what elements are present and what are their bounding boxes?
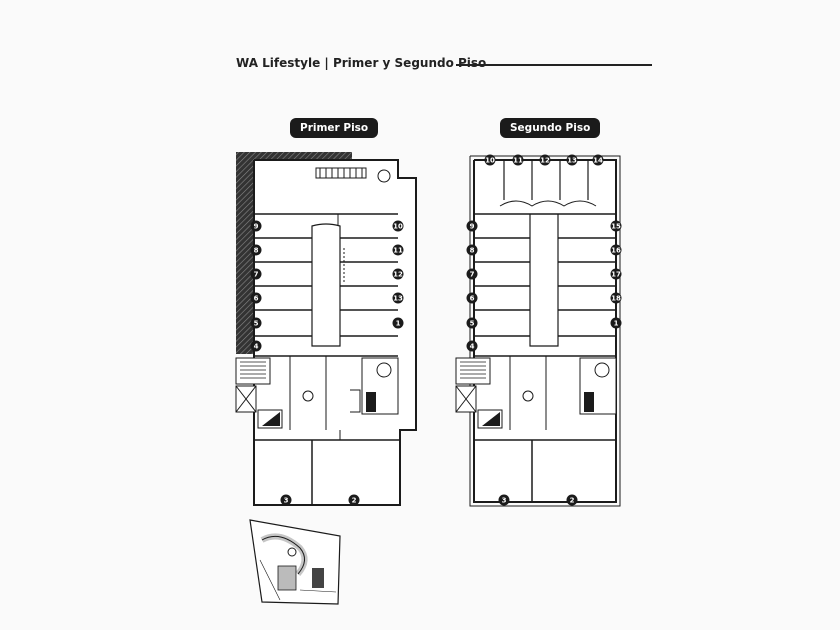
unit-badge: 10 xyxy=(392,220,404,232)
svg-text:4: 4 xyxy=(470,343,475,351)
svg-text:12: 12 xyxy=(393,271,403,279)
svg-text:7: 7 xyxy=(470,271,475,279)
svg-text:1: 1 xyxy=(396,320,401,328)
page-title: WA Lifestyle | Primer y Segundo Piso xyxy=(236,56,487,70)
svg-text:10: 10 xyxy=(393,223,403,231)
unit-badge: 14 xyxy=(592,154,604,166)
first-floor-plan: 9 8 7 6 5 4 10 11 12 13 1 3 2 xyxy=(235,152,417,506)
svg-text:6: 6 xyxy=(254,295,259,303)
svg-text:16: 16 xyxy=(611,247,621,255)
svg-text:6: 6 xyxy=(470,295,475,303)
svg-text:4: 4 xyxy=(254,343,259,351)
unit-badge: 5 xyxy=(466,317,478,329)
svg-text:15: 15 xyxy=(611,223,621,231)
svg-text:3: 3 xyxy=(284,497,289,505)
unit-badge: 7 xyxy=(466,268,478,280)
unit-badge: 2 xyxy=(348,494,360,506)
svg-text:11: 11 xyxy=(393,247,403,255)
floor-label-first: Primer Piso xyxy=(290,118,379,138)
unit-badge: 9 xyxy=(250,220,262,232)
svg-text:17: 17 xyxy=(611,271,621,279)
svg-text:14: 14 xyxy=(593,157,603,165)
svg-text:10: 10 xyxy=(485,157,495,165)
svg-text:3: 3 xyxy=(502,497,507,505)
svg-text:5: 5 xyxy=(470,320,475,328)
unit-badge: 6 xyxy=(466,292,478,304)
unit-badge: 15 xyxy=(610,220,622,232)
svg-text:5: 5 xyxy=(254,320,259,328)
unit-badge: 4 xyxy=(466,340,478,352)
svg-text:12: 12 xyxy=(540,157,550,165)
unit-badge: 18 xyxy=(610,292,622,304)
svg-text:9: 9 xyxy=(470,223,475,231)
unit-badge: 12 xyxy=(392,268,404,280)
unit-badge: 3 xyxy=(280,494,292,506)
svg-text:18: 18 xyxy=(611,295,621,303)
svg-text:2: 2 xyxy=(352,497,357,505)
svg-text:11: 11 xyxy=(513,157,523,165)
second-floor-plan: 10 11 12 13 14 9 8 7 6 5 4 15 16 17 18 1… xyxy=(455,154,622,507)
unit-badge: 5 xyxy=(250,317,262,329)
unit-badge: 7 xyxy=(250,268,262,280)
unit-badge: 13 xyxy=(392,292,404,304)
unit-badge: 6 xyxy=(250,292,262,304)
svg-text:2: 2 xyxy=(570,497,575,505)
unit-badge: 17 xyxy=(610,268,622,280)
unit-badge: 3 xyxy=(498,494,510,506)
svg-text:8: 8 xyxy=(470,247,475,255)
unit-badge: 11 xyxy=(392,244,404,256)
unit-badge: 9 xyxy=(466,220,478,232)
unit-badge: 8 xyxy=(250,244,262,256)
svg-text:9: 9 xyxy=(254,223,259,231)
floor-label-second: Segundo Piso xyxy=(500,118,601,138)
unit-badge: 11 xyxy=(512,154,524,166)
site-location-map xyxy=(249,519,341,605)
title-divider xyxy=(456,64,652,66)
svg-text:13: 13 xyxy=(567,157,577,165)
svg-text:13: 13 xyxy=(393,295,403,303)
unit-badge: 8 xyxy=(466,244,478,256)
unit-badge: 12 xyxy=(539,154,551,166)
unit-badge: 16 xyxy=(610,244,622,256)
unit-badge: 13 xyxy=(566,154,578,166)
svg-text:7: 7 xyxy=(254,271,259,279)
unit-badge: 1 xyxy=(392,317,404,329)
unit-badge: 1 xyxy=(610,317,622,329)
unit-badge: 10 xyxy=(484,154,496,166)
unit-badge: 2 xyxy=(566,494,578,506)
unit-badge: 4 xyxy=(250,340,262,352)
svg-text:1: 1 xyxy=(614,320,619,328)
svg-text:8: 8 xyxy=(254,247,259,255)
